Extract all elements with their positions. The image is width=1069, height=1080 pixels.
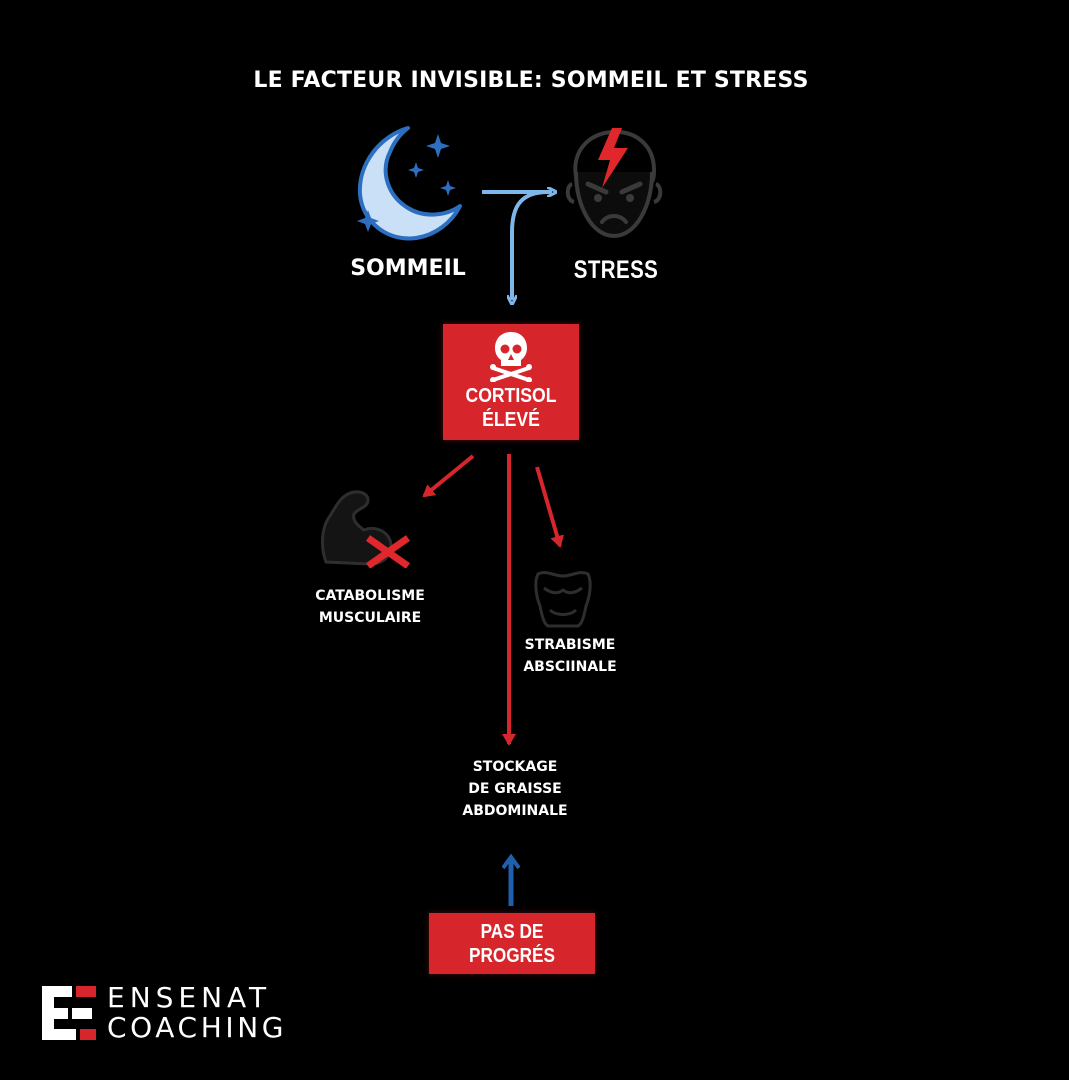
stockage-line1: STOCKAGE xyxy=(472,759,558,775)
arrow-to-cortisol xyxy=(512,190,549,300)
arrow-cortisol-strabisme xyxy=(535,466,564,548)
torso-icon xyxy=(534,571,592,628)
cortisol-line2: ÉLEVÉ xyxy=(482,409,540,431)
skull-crossbones-icon xyxy=(490,332,532,382)
arrow-cortisol-catabolisme xyxy=(422,454,475,498)
catabolisme-label: CATABOLISME MUSCULAIRE xyxy=(290,585,450,629)
stockage-line2: DE GRAISSE xyxy=(468,781,562,797)
sommeil-label: SOMMEIL xyxy=(350,256,466,281)
strabisme-line1: STRABISME xyxy=(524,637,616,653)
stress-label: STRESS xyxy=(573,256,659,284)
strabisme-label: STRABISME ABSCIINALE xyxy=(500,634,640,678)
logo-line2: COACHING xyxy=(107,1011,288,1044)
moon-stars-icon xyxy=(357,126,462,241)
cortisol-text: CORTISOL ÉLEVÉ xyxy=(451,384,571,432)
stockage-line3: ABDOMINALE xyxy=(462,803,568,819)
stockage-label: STOCKAGE DE GRAISSE ABDOMINALE xyxy=(430,756,600,822)
progres-text: PAS DE PROGRÉS xyxy=(441,920,584,968)
diagram-title: LE FACTEUR INVISIBLE: SOMMEIL ET STRESS xyxy=(253,68,809,93)
pas-de-progres-box: PAS DE PROGRÉS xyxy=(429,913,595,974)
catabolisme-line1: CATABOLISME xyxy=(315,588,425,604)
logo-line1: ENSENAT xyxy=(107,981,272,1014)
cortisol-box: CORTISOL ÉLEVÉ xyxy=(443,324,579,440)
catabolisme-line2: MUSCULAIRE xyxy=(318,610,422,626)
strabisme-line2: ABSCIINALE xyxy=(523,659,617,675)
flexed-arm-cross-icon xyxy=(321,490,411,568)
progres-line1: PAS DE xyxy=(480,921,544,943)
angry-face-lightning-icon xyxy=(565,128,663,239)
cortisol-line1: CORTISOL xyxy=(465,385,557,407)
progres-line2: PROGRÉS xyxy=(468,945,556,967)
ensenat-logo-icon xyxy=(42,986,96,1040)
